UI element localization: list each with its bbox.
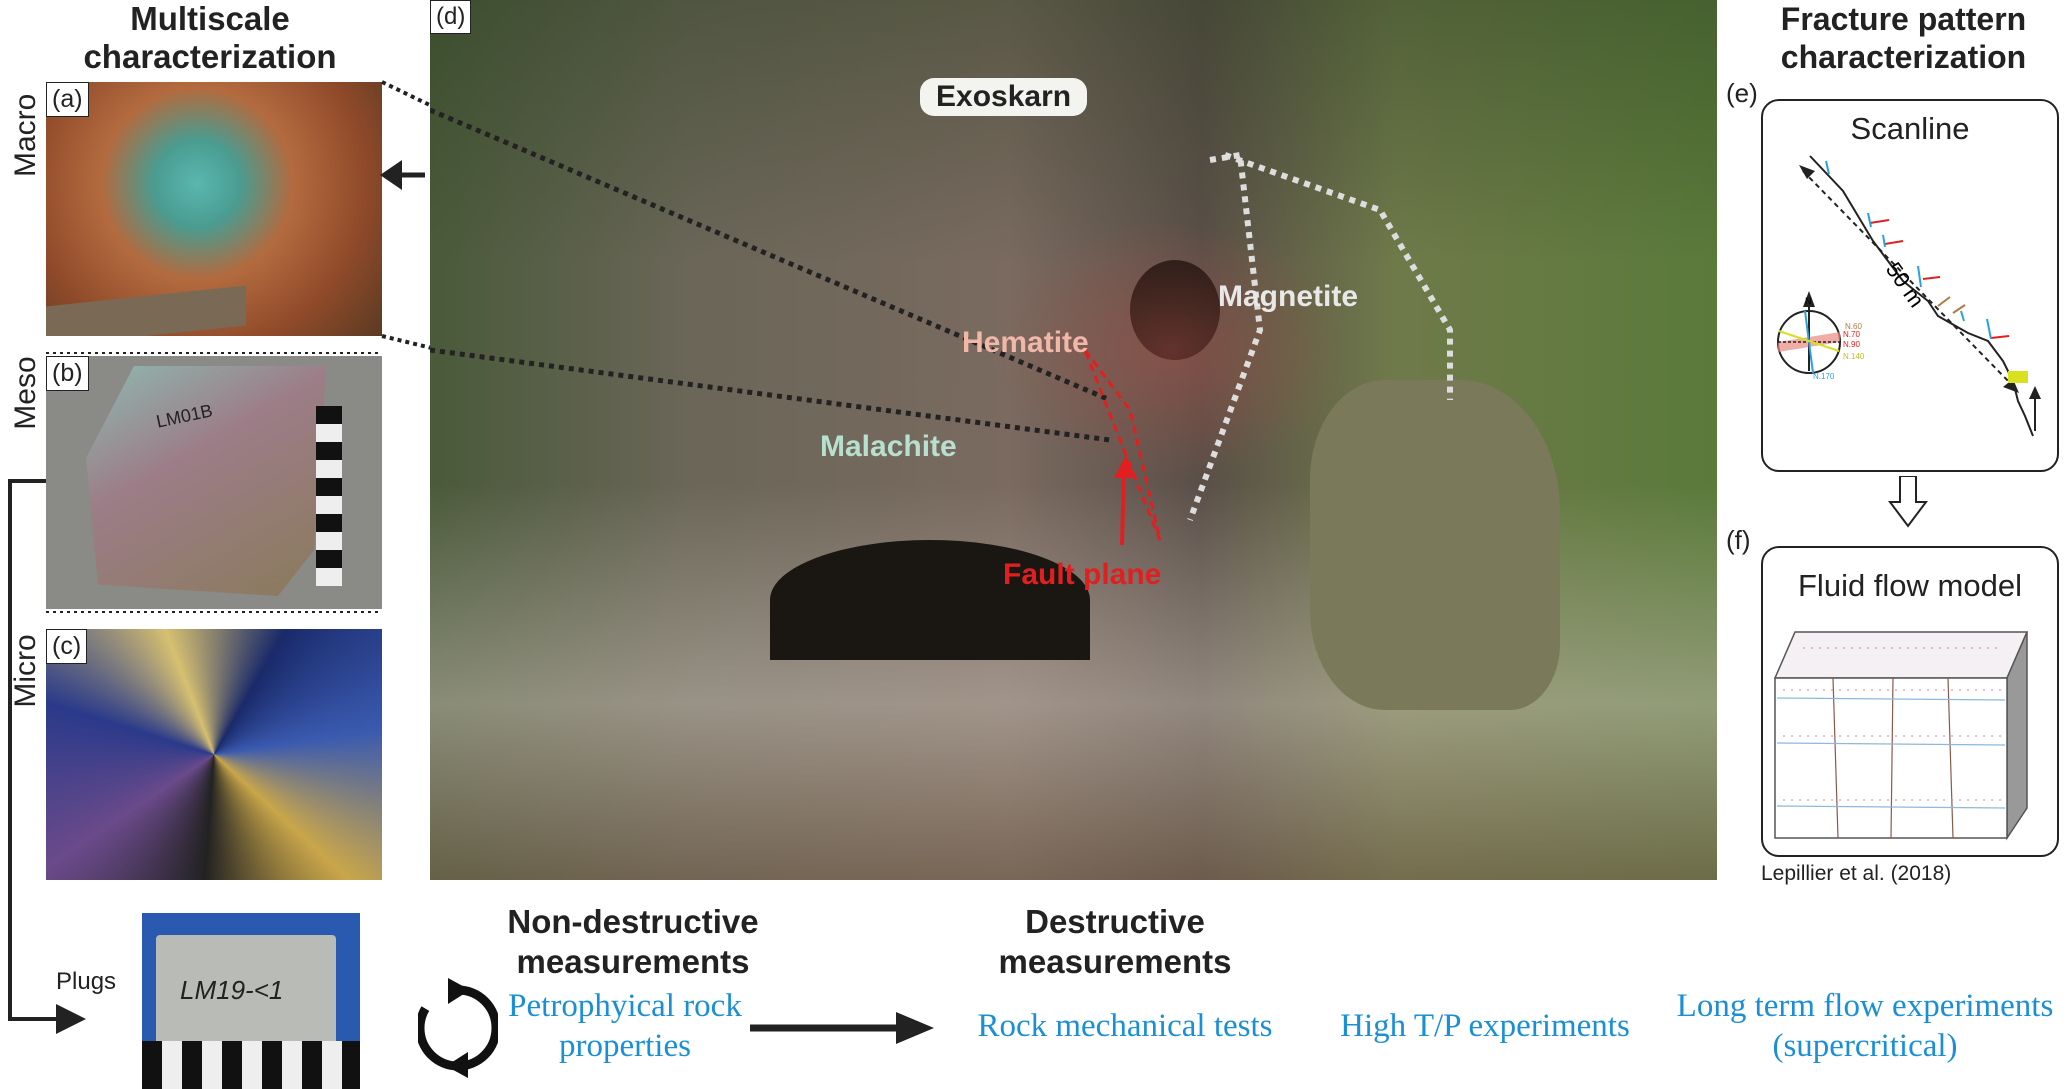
petrophysical-properties: Petrophyical rock properties <box>508 988 742 1064</box>
multiscale-title: Multiscale characterization <box>83 0 337 75</box>
macro-photo: (a) <box>46 82 382 336</box>
photo-overlays <box>430 107 1453 546</box>
magnetite-label: Magnetite <box>1218 280 1359 313</box>
fluid-flow-title: Fluid flow model <box>1798 568 2022 603</box>
fault-plane-label: Fault plane <box>1003 558 1162 591</box>
compass-n90: N.90 <box>1843 340 1860 349</box>
scanline-diagram: N.60 N.70 N.90 N.140 N N.170 50 m <box>1777 155 2041 437</box>
compass-n70: N.70 <box>1843 330 1860 339</box>
workflow-arrow <box>750 1012 934 1044</box>
panel-a-label: (a) <box>46 82 89 117</box>
micro-photo: (c) <box>46 629 382 880</box>
nondestructive-heading: Non-destructive measurements <box>507 903 759 980</box>
long-term-flow-experiments: Long term flow experiments (supercritica… <box>1676 988 2054 1064</box>
left-connectors <box>8 80 440 1034</box>
scanline-box: Scanline N.60 N.70 N.90 N.140 N N.170 50… <box>1761 99 2059 472</box>
plugs-label: Plugs <box>56 968 117 995</box>
rock-mechanical-tests: Rock mechanical tests <box>977 1008 1273 1044</box>
plug-photo: LM19-<1 <box>142 913 360 1089</box>
scale-bar <box>316 406 342 586</box>
citation: Lepillier et al. (2018) <box>1761 862 1952 885</box>
fluid-flow-box: Fluid flow model <box>1761 546 2059 857</box>
plug-text: LM19-<1 <box>180 975 284 1005</box>
hematite-label: Hematite <box>962 326 1089 359</box>
compass-n140: N.140 <box>1843 352 1865 361</box>
scanline-title: Scanline <box>1850 111 1970 146</box>
fluid-flow-model <box>1773 631 2029 841</box>
down-arrow-icon <box>1888 476 1928 528</box>
panel-d-label: (d) <box>430 0 472 34</box>
panel-f-label: (f) <box>1726 525 1751 555</box>
compass-n170: N.170 <box>1813 372 1835 381</box>
panel-c-label: (c) <box>46 629 88 664</box>
destructive-heading: Destructive measurements <box>998 903 1232 980</box>
exoskarn-label: Exoskarn <box>920 78 1088 116</box>
cycle-icon <box>418 978 498 1078</box>
panel-e-label: (e) <box>1726 78 1758 108</box>
distance-label: 50 m <box>1881 258 1930 312</box>
meso-photo: LM01B (b) <box>46 356 382 609</box>
fracture-title: Fracture pattern characterization <box>1780 1 2027 75</box>
compass-n60: N.60 <box>1845 322 1862 331</box>
panel-b-label: (b) <box>46 356 89 391</box>
malachite-label: Malachite <box>820 430 957 463</box>
outcrop-photo: (d) <box>430 0 1717 880</box>
high-tp-experiments: High T/P experiments <box>1340 1008 1630 1044</box>
compass-n: N <box>1805 296 1812 306</box>
